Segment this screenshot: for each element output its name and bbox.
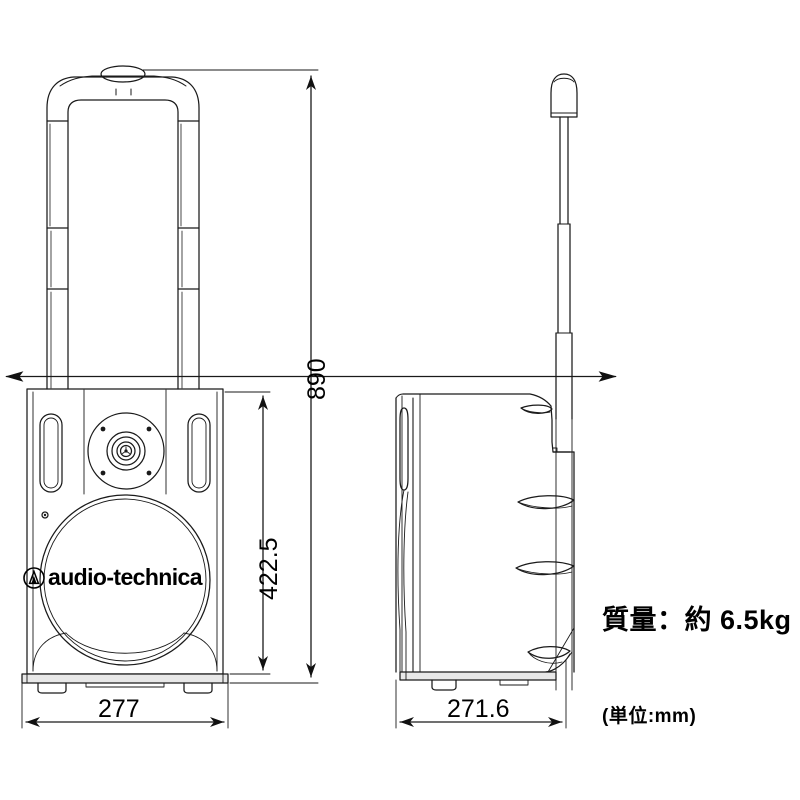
tweeter-screw-tr [146, 426, 152, 432]
side-handle-assembly [550, 73, 578, 691]
tweeter-screw-tl [100, 426, 106, 432]
side-baffle-curve [397, 489, 405, 673]
side-handle-cap [550, 73, 578, 118]
cabinet-corner-left [32, 632, 67, 672]
tweeter-dome [116, 441, 136, 461]
tweeter-center-dot [124, 449, 128, 453]
front-cabinet [21, 388, 229, 694]
brand-logo: audio-technica [22, 564, 203, 591]
side-cabinet [395, 393, 575, 691]
side-wheel-housing [527, 627, 575, 673]
dimension-label-cabinet-depth: 271.6 [447, 695, 510, 723]
tweeter-assembly [87, 412, 165, 490]
tweeter-faceplate [87, 412, 165, 490]
cabinet-corner-right [183, 632, 218, 672]
side-handle-recess-upper [520, 404, 553, 414]
tweeter-ring [111, 436, 141, 466]
dimension-label-cabinet-height: 422.5 [255, 537, 283, 600]
unit-note: (単位:mm) [602, 706, 697, 727]
led-indicator-dot [43, 513, 47, 517]
side-handle-recess-middle [517, 495, 575, 510]
circled-a-icon [23, 566, 45, 589]
brand-name: audio-technica [48, 564, 203, 590]
handle-tube-right [177, 120, 200, 390]
cabinet-bottom-sweep [65, 632, 185, 654]
cabinet-base [21, 673, 229, 694]
handle-button-notch [115, 88, 132, 96]
handle-tube-left [46, 120, 69, 390]
led-indicator [41, 511, 49, 519]
dimension-label-overall-height: 890 [303, 358, 331, 400]
tweeter-screw-br [146, 470, 152, 476]
side-foot-rear [431, 679, 457, 691]
mass-note: 質量：約 6.5kg [602, 605, 792, 635]
port-slot-left [39, 413, 63, 493]
port-slot-right [187, 413, 211, 493]
side-wheel-bracket [547, 627, 575, 673]
side-rear-slot [399, 407, 409, 491]
handle-release-button [100, 65, 146, 83]
side-cabinet-top-profile [402, 393, 571, 453]
dimension-label-cabinet-width: 277 [98, 695, 140, 723]
side-foot-front [499, 679, 529, 686]
front-dimension-lines [5, 69, 617, 729]
side-handle-cap-highlight [553, 77, 575, 83]
foot-left [37, 682, 67, 694]
side-dimension-lines [395, 659, 567, 729]
tweeter-dome-inner [119, 444, 133, 458]
foot-center [85, 682, 165, 688]
side-handle-recess-lower [515, 561, 575, 576]
front-handle-assembly [46, 65, 200, 390]
handle-grip-outline [46, 76, 200, 122]
tweeter-surround [106, 431, 146, 471]
handle-grip-highlight [59, 75, 187, 87]
foot-right [183, 682, 213, 694]
side-base [399, 671, 557, 691]
tweeter-screw-bl [100, 470, 106, 476]
woofer-outer [39, 494, 211, 666]
